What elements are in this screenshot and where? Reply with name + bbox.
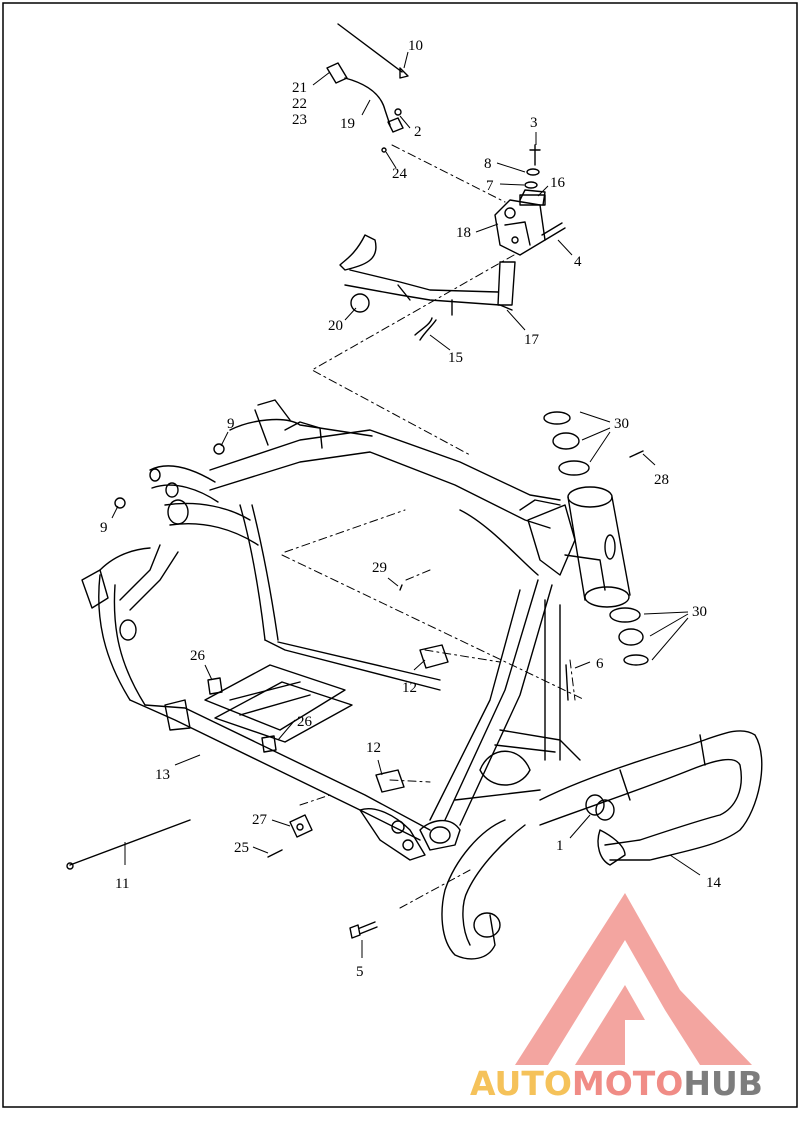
callout-16: 16 xyxy=(550,175,566,191)
callout-4: 4 xyxy=(574,254,582,270)
bearing-set-30-upper xyxy=(543,411,590,476)
callout-8: 8 xyxy=(484,156,492,172)
diagram-border xyxy=(2,2,798,1108)
callout-21: 21 xyxy=(292,80,307,96)
clip-12b xyxy=(375,769,405,793)
watermark-text: AUTOMOTOHUB xyxy=(470,1064,763,1103)
nut-2 xyxy=(394,108,402,116)
clip-12a xyxy=(419,644,449,669)
callout-13: 13 xyxy=(155,767,170,783)
callout-27: 27 xyxy=(252,812,268,828)
callout-5: 5 xyxy=(356,964,364,980)
callout-1: 1 xyxy=(556,838,564,854)
callout-20: 20 xyxy=(328,318,343,334)
screw-29 xyxy=(399,584,403,591)
callout-10: 10 xyxy=(408,38,423,54)
rubber-bumper-20 xyxy=(350,293,370,313)
washer-8 xyxy=(526,168,540,176)
clip-26a xyxy=(207,677,223,695)
washer-7 xyxy=(524,181,538,189)
callout-22: 22 xyxy=(292,96,307,112)
callouts: 10 21 22 23 19 2 3 8 7 16 24 18 4 20 17 … xyxy=(100,38,722,980)
leader-lines xyxy=(111,51,701,958)
bolt-4 xyxy=(541,222,566,241)
steering-head xyxy=(519,486,631,608)
ring-24 xyxy=(381,147,387,153)
callout-30-lower: 30 xyxy=(692,604,707,620)
callout-11: 11 xyxy=(115,876,129,892)
sensor-harness-19 xyxy=(326,62,404,133)
callout-2: 2 xyxy=(414,124,422,140)
pin-6 xyxy=(565,664,569,701)
watermark-part-moto: MOTO xyxy=(572,1064,683,1103)
callout-9-upper: 9 xyxy=(227,416,235,432)
nut-9a xyxy=(213,443,225,455)
watermark-part-auto: AUTO xyxy=(470,1064,572,1103)
callout-17: 17 xyxy=(524,332,540,348)
frame-assembly-drawing xyxy=(66,23,763,960)
callout-26-upper: 26 xyxy=(190,648,206,664)
callout-29: 29 xyxy=(372,560,387,576)
spring-15 xyxy=(414,317,437,341)
callout-7: 7 xyxy=(486,178,494,194)
callout-23: 23 xyxy=(292,112,307,128)
callout-6: 6 xyxy=(596,656,604,672)
screw-16 xyxy=(519,194,546,206)
callout-28: 28 xyxy=(654,472,669,488)
cable-strap-10 xyxy=(337,23,403,73)
callout-15: 15 xyxy=(448,350,463,366)
watermark-part-hub: HUB xyxy=(683,1064,763,1103)
callout-19: 19 xyxy=(340,116,355,132)
callout-26-lower: 26 xyxy=(297,714,313,730)
callout-14: 14 xyxy=(706,875,722,891)
nut-9b xyxy=(114,497,126,509)
callout-12-upper: 12 xyxy=(402,680,417,696)
construction-lines xyxy=(281,144,586,909)
screw-25 xyxy=(267,849,283,858)
bushing-1 xyxy=(585,794,615,821)
cable-strap-11 xyxy=(69,819,191,866)
bearing-set-30-lower xyxy=(609,607,649,666)
jiffy-stand-17 xyxy=(339,234,516,316)
callout-24: 24 xyxy=(392,166,408,182)
automotohub-logo xyxy=(515,893,752,1065)
screw-3 xyxy=(529,144,541,166)
clip-27 xyxy=(289,814,313,838)
screw-28 xyxy=(629,450,644,458)
callout-3: 3 xyxy=(530,115,538,131)
callout-30-upper: 30 xyxy=(614,416,629,432)
callout-25: 25 xyxy=(234,840,249,856)
frame-top-rail xyxy=(209,429,561,501)
clip-26b xyxy=(261,735,277,753)
engine-guard-14 xyxy=(441,730,763,960)
callout-9-left: 9 xyxy=(100,520,108,536)
callout-12-lower: 12 xyxy=(366,740,381,756)
callout-18: 18 xyxy=(456,225,471,241)
